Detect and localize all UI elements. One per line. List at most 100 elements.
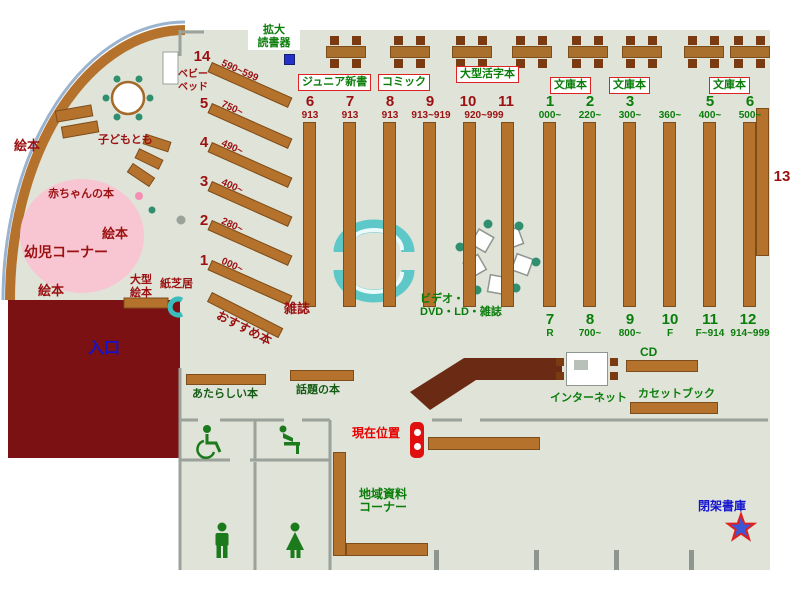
shelf-number: 9 (625, 311, 635, 328)
shelf-range: 914~999 (730, 328, 770, 339)
reading-table (622, 36, 662, 68)
shelf-range: 700~ (578, 328, 602, 339)
shelf-range: 000~ (538, 110, 562, 121)
shelf-range: 400~ (698, 110, 722, 121)
shelf-bar (383, 122, 396, 307)
large-picture-books-label: 大型 絵本 (130, 274, 152, 299)
new-books-label: あたらしい本 (192, 388, 258, 400)
wall-shelf-bar (756, 108, 769, 256)
reading-table (730, 36, 770, 68)
closed-stacks-star-icon (724, 510, 758, 542)
shelf-number: 7 (345, 93, 355, 110)
picture-books-label-mid: 絵本 (102, 226, 129, 241)
entrance-wall (8, 298, 180, 458)
current-location-label: 現在位置 (352, 426, 401, 440)
shelf-number: 14 (193, 48, 211, 65)
category-bunko-1: 文庫本 (550, 77, 591, 94)
reading-table (684, 36, 724, 68)
cd-shelf (626, 360, 698, 372)
shelf-number: 8 (585, 311, 595, 328)
magnifier-label: 拡大 読書器 (248, 24, 300, 50)
kids-round-table (102, 75, 154, 121)
shelf-bar (663, 122, 676, 307)
category-junior-shinsho: ジュニア新書 (298, 74, 372, 91)
reading-table (568, 36, 608, 68)
shelf-range: F~914 (695, 328, 725, 339)
shelf-number: 1 (199, 252, 209, 269)
wall-stubs (434, 550, 694, 570)
shelf-bar (463, 122, 476, 307)
shelf-bar (743, 122, 756, 307)
shelf-bar (543, 122, 556, 307)
shelf-range: 913 (381, 110, 399, 121)
local-corner-shelf-top (428, 437, 540, 450)
womens-toilet-icon (286, 522, 304, 558)
shelf-bar (343, 122, 356, 307)
kids-tables (54, 104, 100, 139)
shelf-number: 11 (702, 311, 718, 328)
category-bunko-2: 文庫本 (609, 77, 650, 94)
reading-table (326, 36, 366, 68)
shelf-number: 10 (459, 93, 477, 110)
shelf-number: 7 (545, 311, 555, 328)
kamishibai-label: 紙芝居 (160, 278, 193, 290)
picture-books-label-top: 絵本 (14, 138, 41, 153)
entrance-label: 入口 (88, 340, 121, 357)
shelf-range: 913 (341, 110, 359, 121)
shelf-bar (423, 122, 436, 307)
current-location-marker (410, 422, 424, 458)
topic-books-label: 話題の本 (296, 384, 340, 396)
curved-shelf-wall (5, 25, 186, 301)
reading-table (452, 36, 492, 68)
baby-books-label: 赤ちゃんの本 (48, 188, 114, 200)
baby-bed-label: ベビー ベッド (178, 69, 208, 93)
kamishibai-stand (167, 296, 184, 318)
toddler-corner-label: 幼児コーナー (24, 244, 108, 260)
shelf-bar (583, 122, 596, 307)
shelf-number: 12 (739, 311, 757, 328)
toddler-zone (20, 179, 144, 293)
new-books-shelf (186, 374, 266, 385)
shelf-range: R (546, 328, 554, 339)
shelf-number: 6 (305, 93, 315, 110)
magnifier-device-icon (284, 54, 295, 65)
shelf-number: 11 (498, 93, 514, 110)
shelf-range: 360~ (658, 110, 682, 121)
internet-label: インターネット (550, 392, 627, 404)
magazines-label: 雑誌 (284, 301, 311, 316)
shelf-number: 4 (199, 134, 209, 151)
curve-step-shelves (123, 133, 172, 309)
shelf-bar (303, 122, 316, 307)
shelf-number: 1 (545, 93, 555, 110)
shelf-bar (501, 122, 514, 307)
cd-label: CD (640, 345, 658, 359)
shelf-range: 913~919 (411, 110, 451, 121)
wall-shelf-number: 13 (773, 168, 791, 185)
shelf-bar (623, 122, 636, 307)
category-comic: コミック (378, 74, 430, 91)
video-dvd-label: ビデオ・ DVD・LD・雑誌 (420, 293, 502, 318)
shelf-number: 3 (625, 93, 635, 110)
topic-books-shelf (290, 370, 354, 381)
baby-bed (162, 51, 179, 85)
baby-room-icon (279, 425, 300, 454)
shelf-range: F (666, 328, 674, 339)
closed-stacks-label: 閉架書庫 (698, 499, 747, 513)
shelf-number: 5 (705, 93, 715, 110)
interior-walls (178, 30, 768, 570)
category-large-print: 大型活字本 (456, 66, 519, 83)
service-counter (410, 358, 562, 410)
shelf-number: 8 (385, 93, 395, 110)
shelf-number: 9 (425, 93, 435, 110)
local-corner-shelf-h (346, 543, 428, 556)
mens-toilet-icon (215, 522, 229, 558)
shelf-number: 2 (585, 93, 595, 110)
shelf-number: 5 (199, 95, 209, 112)
shelf-range: 300~ (618, 110, 642, 121)
reading-table (390, 36, 430, 68)
decor-dots (135, 192, 186, 225)
shelf-range: 913 (301, 110, 319, 121)
shelf-bar (703, 122, 716, 307)
